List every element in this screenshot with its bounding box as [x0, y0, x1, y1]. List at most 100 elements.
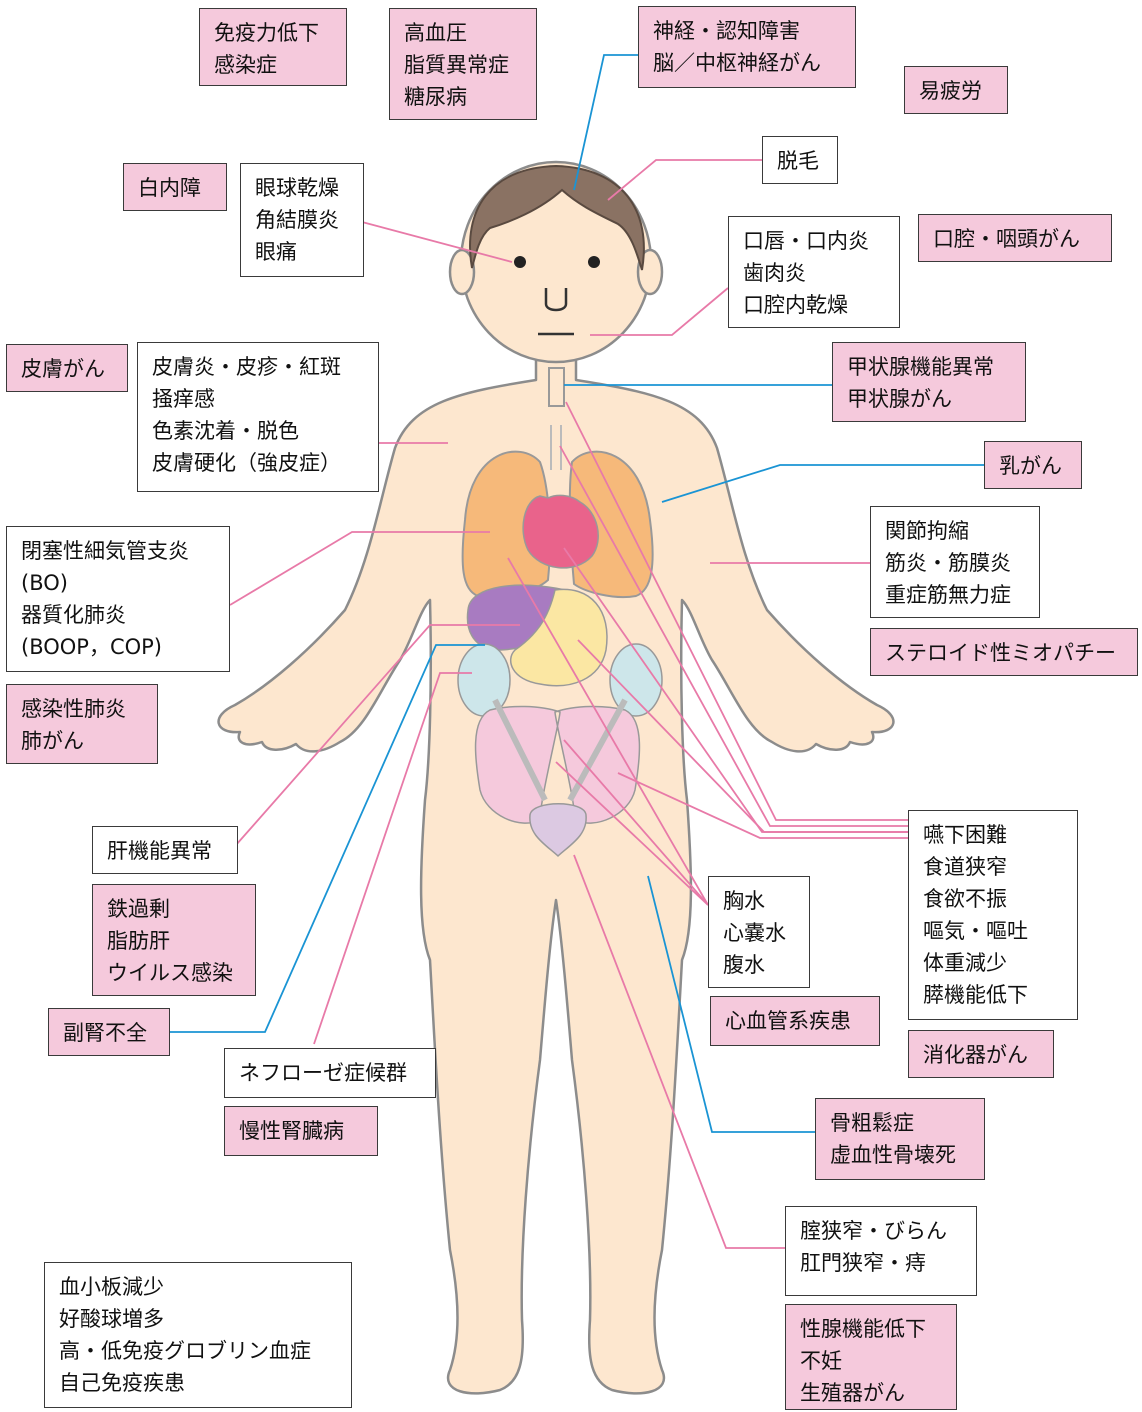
- skin-line-1: 皮膚炎・皮疹・紅斑: [152, 351, 364, 383]
- immune-line-1: 免疫力低下: [214, 17, 332, 49]
- myopathy-line-1: ステロイド性ミオパチー: [885, 637, 1123, 669]
- lung-line-3: 器質化肺炎: [21, 599, 215, 631]
- label-eye: 眼球乾燥 角結膜炎 眼痛: [240, 163, 364, 277]
- effusion-line-3: 腹水: [723, 949, 795, 981]
- thyroid-line-1: 甲状腺機能異常: [847, 351, 1011, 383]
- blood-line-4: 自己免疫疾患: [59, 1367, 337, 1399]
- iron-line-2: 脂肪肝: [107, 925, 241, 957]
- label-fatigue: 易疲労: [904, 66, 1008, 114]
- gi-line-6: 膵機能低下: [923, 979, 1063, 1011]
- lung-line-1: 閉塞性細気管支炎: [21, 535, 215, 567]
- metabolic-line-3: 糖尿病: [404, 81, 522, 113]
- label-immune: 免疫力低下 感染症: [199, 8, 347, 86]
- gonad-line-1: 性腺機能低下: [800, 1313, 942, 1345]
- cardio-line-1: 心血管系疾患: [725, 1005, 865, 1037]
- breast-line-1: 乳がん: [999, 450, 1067, 482]
- oral-line-2: 歯肉炎: [743, 257, 885, 289]
- label-iron: 鉄過剰 脂肪肝 ウイルス感染: [92, 884, 256, 996]
- label-blood: 血小板減少 好酸球増多 高・低免疫グロブリン血症 自己免疫疾患: [44, 1262, 352, 1408]
- neuro-line-1: 神経・認知障害: [653, 15, 841, 47]
- skin-line-2: 掻痒感: [152, 383, 364, 415]
- lung-line-2: (BO): [21, 567, 215, 599]
- blood-line-3: 高・低免疫グロブリン血症: [59, 1335, 337, 1367]
- label-liver: 肝機能異常: [92, 826, 238, 874]
- label-adrenal: 副腎不全: [48, 1008, 170, 1056]
- iron-line-3: ウイルス感染: [107, 957, 241, 989]
- metabolic-line-1: 高血圧: [404, 17, 522, 49]
- lung-cancer-line-2: 肺がん: [21, 725, 143, 757]
- label-ckd: 慢性腎臓病: [224, 1106, 378, 1156]
- gi-line-2: 食道狭窄: [923, 851, 1063, 883]
- gi-cancer-line-1: 消化器がん: [923, 1039, 1039, 1071]
- gonad-line-2: 不妊: [800, 1345, 942, 1377]
- label-nephrotic: ネフローゼ症候群: [224, 1048, 436, 1098]
- metabolic-line-2: 脂質異常症: [404, 49, 522, 81]
- cataract-line-1: 白内障: [138, 172, 212, 204]
- eye-line-3: 眼痛: [255, 236, 349, 268]
- gi-line-5: 体重減少: [923, 947, 1063, 979]
- heart: [523, 495, 598, 568]
- alopecia-line-1: 脱毛: [777, 145, 823, 177]
- kidney-right: [458, 644, 510, 716]
- label-cardio: 心血管系疾患: [710, 996, 880, 1046]
- label-myopathy: ステロイド性ミオパチー: [870, 628, 1138, 676]
- label-metabolic: 高血圧 脂質異常症 糖尿病: [389, 8, 537, 120]
- label-skin-cancer: 皮膚がん: [6, 344, 128, 392]
- adrenal-line-1: 副腎不全: [63, 1017, 155, 1049]
- oral-line-3: 口腔内乾燥: [743, 289, 885, 321]
- bone-line-2: 虚血性骨壊死: [830, 1139, 970, 1171]
- skin-cancer-line-1: 皮膚がん: [21, 353, 113, 385]
- label-oral-cancer: 口腔・咽頭がん: [918, 214, 1112, 262]
- label-breast: 乳がん: [984, 441, 1082, 489]
- genital-line-1: 腟狭窄・びらん: [800, 1215, 962, 1247]
- label-skin: 皮膚炎・皮疹・紅斑 掻痒感 色素沈着・脱色 皮膚硬化（強皮症）: [137, 342, 379, 492]
- joint-line-3: 重症筋無力症: [885, 579, 1025, 611]
- label-gi-cancer: 消化器がん: [908, 1030, 1054, 1078]
- label-lung: 閉塞性細気管支炎 (BO) 器質化肺炎 (BOOP，COP): [6, 526, 230, 672]
- label-effusion: 胸水 心嚢水 腹水: [708, 876, 810, 988]
- effusion-line-2: 心嚢水: [723, 917, 795, 949]
- eye-right: [588, 256, 600, 268]
- nephrotic-line-1: ネフローゼ症候群: [239, 1057, 421, 1089]
- eye-line-1: 眼球乾燥: [255, 172, 349, 204]
- bone-line-1: 骨粗鬆症: [830, 1107, 970, 1139]
- ckd-line-1: 慢性腎臓病: [239, 1115, 363, 1147]
- line-alopecia: [608, 160, 762, 200]
- label-lung-cancer: 感染性肺炎 肺がん: [6, 684, 158, 764]
- gi-line-4: 嘔気・嘔吐: [923, 915, 1063, 947]
- neuro-line-2: 脳／中枢神経がん: [653, 47, 841, 79]
- label-gi: 嚥下困難 食道狭窄 食欲不振 嘔気・嘔吐 体重減少 膵機能低下: [908, 810, 1078, 1020]
- joint-line-1: 関節拘縮: [885, 515, 1025, 547]
- label-thyroid: 甲状腺機能異常 甲状腺がん: [832, 342, 1026, 422]
- immune-line-2: 感染症: [214, 49, 332, 81]
- lung-cancer-line-1: 感染性肺炎: [21, 693, 143, 725]
- effusion-line-1: 胸水: [723, 885, 795, 917]
- oral-line-1: 口唇・口内炎: [743, 225, 885, 257]
- joint-line-2: 筋炎・筋膜炎: [885, 547, 1025, 579]
- label-oral: 口唇・口内炎 歯肉炎 口腔内乾燥: [728, 216, 900, 328]
- skin-line-4: 皮膚硬化（強皮症）: [152, 447, 364, 479]
- label-neuro: 神経・認知障害 脳／中枢神経がん: [638, 6, 856, 88]
- label-alopecia: 脱毛: [762, 136, 838, 184]
- liver-line-1: 肝機能異常: [107, 835, 223, 867]
- blood-line-1: 血小板減少: [59, 1271, 337, 1303]
- eye-line-2: 角結膜炎: [255, 204, 349, 236]
- gi-line-3: 食欲不振: [923, 883, 1063, 915]
- eye-left: [514, 256, 526, 268]
- label-gonad: 性腺機能低下 不妊 生殖器がん: [785, 1304, 957, 1410]
- skin-line-3: 色素沈着・脱色: [152, 415, 364, 447]
- fatigue-line-1: 易疲労: [919, 75, 993, 107]
- gonad-line-3: 生殖器がん: [800, 1377, 942, 1409]
- label-cataract: 白内障: [123, 163, 227, 211]
- label-joint: 関節拘縮 筋炎・筋膜炎 重症筋無力症: [870, 506, 1040, 618]
- label-bone: 骨粗鬆症 虚血性骨壊死: [815, 1098, 985, 1180]
- genital-line-2: 肛門狭窄・痔: [800, 1247, 962, 1279]
- blood-line-2: 好酸球増多: [59, 1303, 337, 1335]
- iron-line-1: 鉄過剰: [107, 893, 241, 925]
- thyroid-line-2: 甲状腺がん: [847, 383, 1011, 415]
- lung-line-4: (BOOP，COP): [21, 631, 215, 663]
- oral-cancer-line-1: 口腔・咽頭がん: [933, 223, 1097, 255]
- gi-line-1: 嚥下困難: [923, 819, 1063, 851]
- label-genital: 腟狭窄・びらん 肛門狭窄・痔: [785, 1206, 977, 1296]
